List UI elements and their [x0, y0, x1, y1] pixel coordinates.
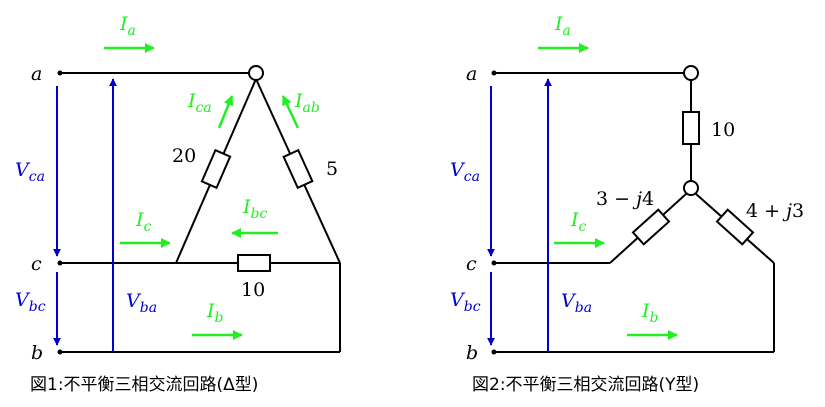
fig1-top-node	[248, 65, 264, 81]
fig1-ic-label: Ic	[135, 209, 152, 235]
fig1-ia-label: Ia	[119, 13, 136, 39]
fig2-neutral-node	[683, 180, 699, 196]
fig1-iab-arrow	[281, 95, 300, 129]
fig1-ica-label: Ica	[187, 90, 212, 116]
fig1-terminal-dots	[57, 70, 63, 355]
fig1-resistor-bc	[237, 254, 271, 272]
fig1-impedance-ca: 20	[172, 145, 196, 167]
fig1-node-b-label: b	[31, 342, 43, 364]
fig2-ib-label: Ib	[641, 300, 659, 326]
fig2-impedance-c: 3 − j4	[596, 188, 654, 210]
fig2-top-node	[683, 65, 699, 81]
fig2-terminal-dots	[491, 70, 497, 355]
fig1-impedance-bc: 10	[241, 279, 265, 301]
fig2-node-a-label: a	[466, 63, 477, 85]
fig2-resistor-b	[715, 208, 755, 246]
fig1-resistor-ab	[282, 148, 314, 190]
fig2-vba-label: Vba	[561, 290, 592, 316]
fig2-vbc-label: Vbc	[450, 289, 481, 315]
fig2-ic-label: Ic	[570, 209, 587, 235]
fig2-resistor-a	[682, 111, 700, 145]
fig2-wye-circuit: a c b Vca Vbc Vba Ia Ic Ib 10 3 − j4 4 +…	[450, 13, 804, 395]
fig1-vba-label: Vba	[126, 290, 157, 316]
fig1-node-c-label: c	[31, 253, 42, 275]
fig2-ia-label: Ia	[554, 13, 571, 39]
fig1-node-a-label: a	[31, 63, 42, 85]
fig1-caption: 図1:不平衡三相交流回路(Δ型)	[30, 375, 258, 395]
fig1-ica-arrow	[217, 95, 234, 129]
fig2-node-b-label: b	[466, 342, 478, 364]
fig1-ibc-label: Ibc	[242, 196, 267, 222]
fig2-impedance-a: 10	[711, 119, 735, 141]
fig1-delta-circuit: a c b Vca Vbc Vba Ia Ic Ib Ica Iab Ibc 2…	[15, 13, 341, 395]
fig1-iab-label: Iab	[294, 90, 320, 116]
fig1-ib-label: Ib	[206, 300, 224, 326]
fig2-node-c-label: c	[466, 253, 477, 275]
fig1-vca-label: Vca	[15, 159, 45, 185]
fig2-caption: 図2:不平衡三相交流回路(Y型)	[472, 375, 699, 395]
fig2-vca-label: Vca	[450, 159, 480, 185]
fig1-resistor-ca	[200, 148, 232, 190]
fig2-resistor-c	[631, 208, 671, 246]
fig2-impedance-b: 4 + j3	[746, 200, 804, 222]
fig1-vbc-label: Vbc	[15, 289, 46, 315]
fig1-impedance-ab: 5	[326, 158, 338, 180]
